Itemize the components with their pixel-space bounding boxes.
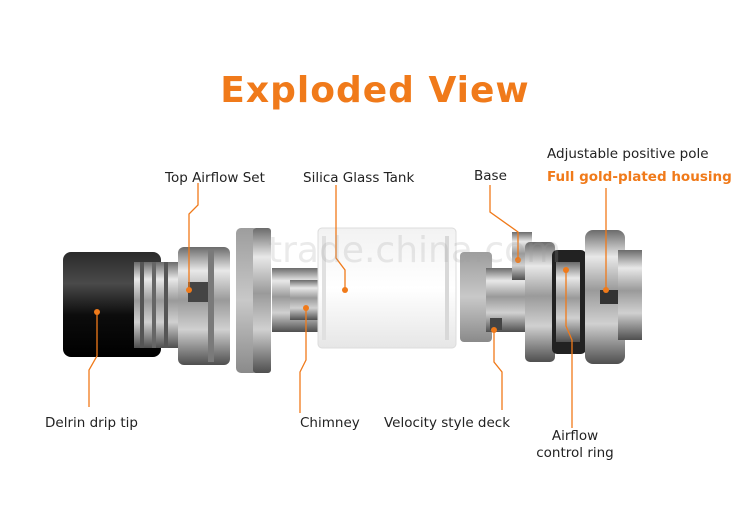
watermark-text: trade.china.com <box>268 230 562 271</box>
airflow-control-ring-part <box>525 242 586 362</box>
leader-drip-tip <box>88 312 98 407</box>
leader-dots <box>94 257 609 333</box>
leader-chimney <box>299 308 307 413</box>
label-velocity-style-deck: Velocity style deck <box>384 415 511 431</box>
top-airflow-set-part <box>178 228 271 373</box>
label-silica-glass-tank: Silica Glass Tank <box>303 170 415 186</box>
label-full-gold-plated-housing: Full gold-plated housing <box>547 169 732 185</box>
label-chimney: Chimney <box>300 415 360 431</box>
silica-glass-tank-part <box>317 227 457 349</box>
leader-base <box>489 185 519 260</box>
label-base: Base <box>474 168 507 184</box>
page-title: Exploded View <box>220 70 530 111</box>
label-airflow-control-ring: Airflow control ring <box>520 428 630 462</box>
label-delrin-drip-tip: Delrin drip tip <box>45 415 138 431</box>
label-adjustable-positive-pole: Adjustable positive pole <box>547 146 709 162</box>
gold-plated-housing-part <box>585 230 642 364</box>
leader-airflow-ring <box>565 270 573 428</box>
leader-deck <box>493 330 503 410</box>
leader-top-airflow <box>188 183 199 290</box>
label-airflow-line1: Airflow <box>551 428 599 444</box>
leader-glass-tank <box>335 185 346 290</box>
label-top-airflow-set: Top Airflow Set <box>165 170 265 186</box>
delrin-drip-tip-part <box>63 252 180 357</box>
leader-lines <box>88 183 607 428</box>
label-airflow-line2: control ring <box>536 445 614 461</box>
